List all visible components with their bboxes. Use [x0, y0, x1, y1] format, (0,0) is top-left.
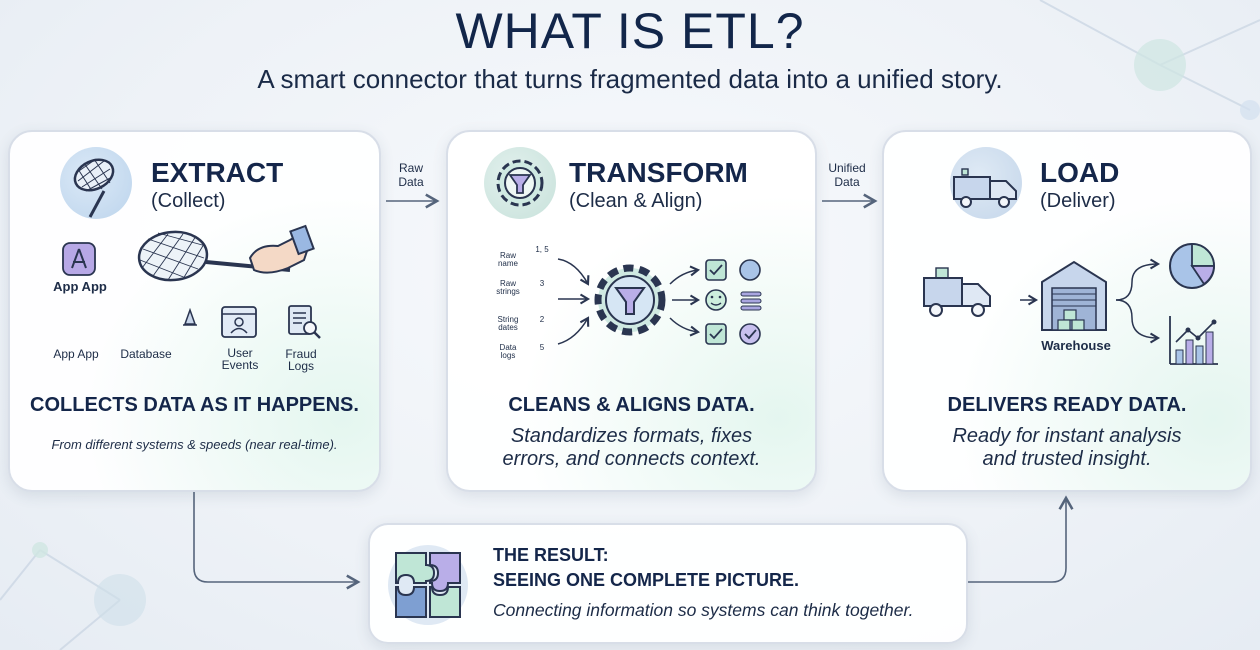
extract-tagline: COLLECTS DATA AS IT HAPPENS.	[30, 394, 359, 416]
load-title: LOAD	[1040, 157, 1120, 188]
source-database-label: Database	[120, 347, 172, 361]
load-subtitle: (Deliver)	[1040, 190, 1116, 212]
transform-title: TRANSFORM	[569, 157, 748, 188]
net-icon	[60, 147, 132, 219]
source-app-label: App App	[53, 347, 99, 361]
page-subtitle: A smart connector that turns fragmented …	[257, 64, 1003, 94]
result-description: Connecting information so systems can th…	[493, 600, 914, 620]
input-raw-strings: Raw strings	[496, 279, 520, 296]
result-subheading: SEEING ONE COMPLETE PICTURE.	[493, 570, 800, 590]
input-string-dates: String dates	[497, 315, 519, 332]
puzzle-icon	[388, 545, 468, 625]
gear-funnel-large-icon	[594, 264, 666, 336]
gear-funnel-icon	[484, 147, 556, 219]
fraud-logs-icon	[288, 305, 321, 339]
input-number-3: 2	[539, 315, 545, 324]
input-number-2: 3	[539, 279, 545, 288]
transform-card: TRANSFORM (Clean & Align) Raw name Raw s…	[446, 130, 817, 492]
flow-label-raw: Raw Data	[398, 161, 424, 189]
app-store-icon	[62, 242, 96, 276]
load-tagline: DELIVERS READY DATA.	[947, 394, 1187, 416]
load-card: LOAD (Deliver)	[882, 130, 1252, 492]
extract-title: EXTRACT	[151, 157, 284, 188]
result-box: THE RESULT: SEEING ONE COMPLETE PICTURE.…	[368, 523, 968, 644]
transform-subtitle: (Clean & Align)	[569, 190, 703, 212]
extract-card: EXTRACT (Collect) App App App App Databa…	[8, 130, 381, 492]
hand-net-illustration	[137, 224, 315, 282]
result-to-load-arrow	[968, 495, 1074, 583]
cone-icon	[183, 308, 197, 326]
extract-description: From different systems & speeds (near re…	[51, 437, 338, 452]
extract-to-result-arrow	[193, 492, 361, 590]
input-number-4: 5	[539, 343, 545, 352]
input-raw-name: Raw name	[497, 251, 518, 268]
page-title: WHAT IS ETL?	[455, 3, 805, 59]
pie-chart-icon	[1169, 243, 1215, 289]
truck-icon	[950, 147, 1022, 219]
input-data-logs: Data logs	[499, 343, 517, 360]
app-icon-label: App App	[53, 279, 107, 294]
delivery-truck-icon	[923, 267, 991, 317]
bar-chart-icon	[1169, 316, 1218, 365]
warehouse-icon	[1041, 260, 1107, 331]
flow-label-unified: Unified Data	[828, 161, 866, 189]
warehouse-label: Warehouse	[1041, 338, 1111, 353]
transform-process-illustration	[557, 258, 762, 345]
user-events-icon	[221, 306, 257, 338]
extract-subtitle: (Collect)	[151, 190, 226, 212]
transform-tagline: CLEANS & ALIGNS DATA.	[508, 394, 755, 416]
source-user-events-label: User Events	[221, 346, 259, 372]
transform-description: Standardizes formats, fixes errors, and …	[502, 425, 761, 470]
load-description: Ready for instant analysis and trusted i…	[952, 425, 1182, 470]
source-fraud-logs-label: Fraud Logs	[285, 347, 317, 373]
load-process-illustration	[923, 243, 1218, 365]
result-heading: THE RESULT:	[493, 545, 609, 565]
input-number-1: 1, 5	[535, 245, 549, 254]
